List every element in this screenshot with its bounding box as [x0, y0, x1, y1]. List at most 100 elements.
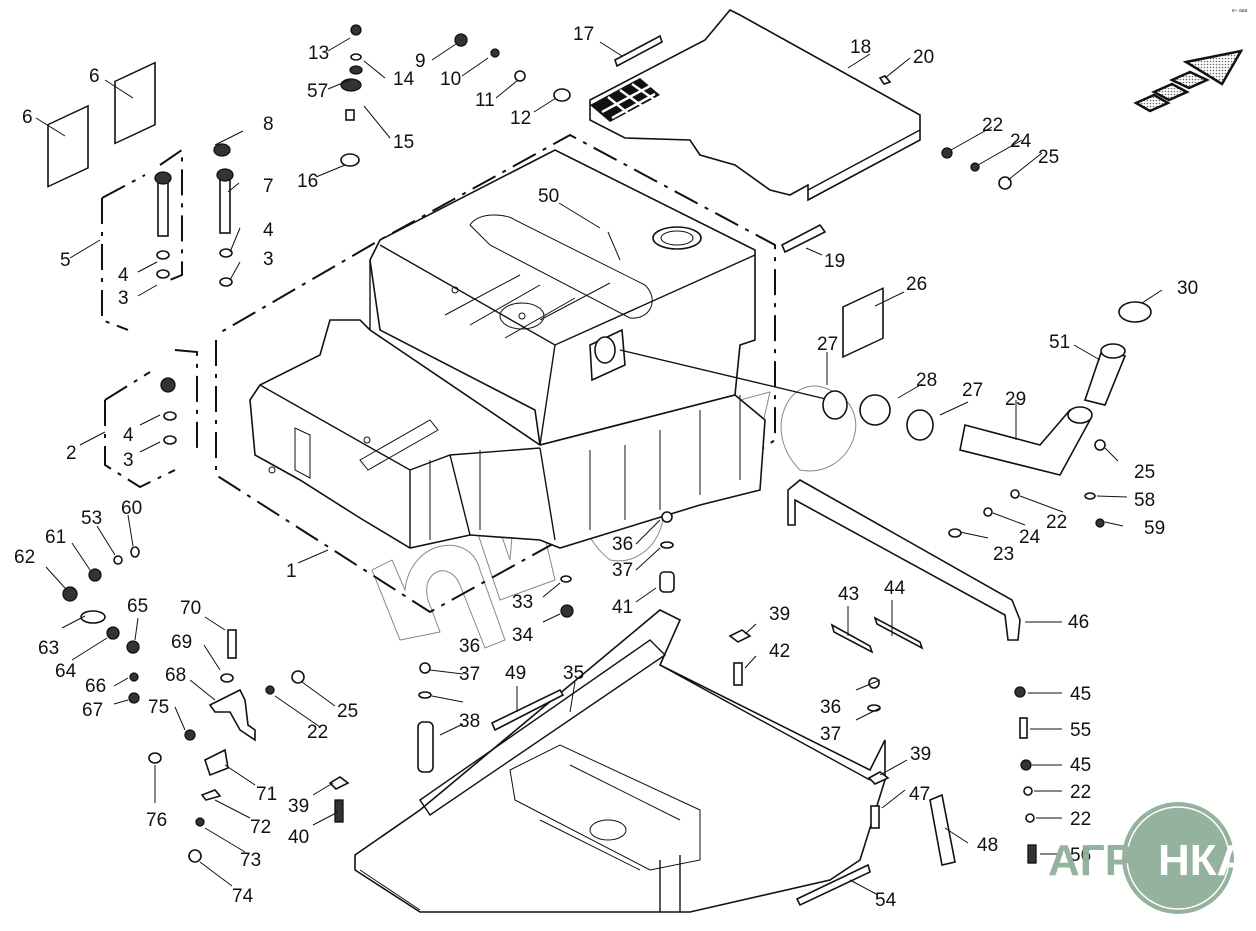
callout-22: 22: [307, 722, 328, 743]
callout-27: 27: [817, 334, 838, 355]
callout-40: 40: [288, 827, 309, 848]
callout-16: 16: [297, 171, 318, 192]
callout-60: 60: [121, 498, 142, 519]
callout-73: 73: [240, 850, 261, 871]
callout-27: 27: [962, 380, 983, 401]
callout-44: 44: [884, 578, 906, 599]
callout-33: 33: [512, 592, 533, 613]
callout-76: 76: [146, 810, 167, 831]
callout-37: 37: [820, 724, 841, 745]
callout-56: 56: [1070, 845, 1091, 866]
callout-74: 74: [232, 886, 254, 907]
callout-25: 25: [337, 701, 358, 722]
callout-37: 37: [459, 664, 480, 685]
callout-labels: 6 6 5 4 3 8 7 4 3 13 14 57 15 16 9 10 11…: [14, 24, 1198, 911]
callout-69: 69: [171, 632, 192, 653]
callout-41: 41: [612, 597, 633, 618]
callout-24: 24: [1010, 131, 1032, 152]
callout-25: 25: [1134, 462, 1155, 483]
callout-42: 42: [769, 641, 790, 662]
callout-46: 46: [1068, 612, 1089, 633]
callout-71: 71: [256, 784, 277, 805]
callout-53: 53: [81, 508, 102, 529]
callout-13: 13: [308, 43, 329, 64]
callout-23: 23: [993, 544, 1014, 565]
callout-4: 4: [263, 220, 274, 241]
callout-67: 67: [82, 700, 103, 721]
callout-39: 39: [769, 604, 790, 625]
callout-29: 29: [1005, 389, 1026, 410]
callout-1: 1: [286, 561, 297, 582]
corner-code: e– aaa: [1232, 8, 1248, 14]
tank-frame: [354, 609, 886, 913]
callout-24: 24: [1019, 527, 1041, 548]
callout-3: 3: [118, 288, 129, 309]
callout-66: 66: [85, 676, 106, 697]
callout-17: 17: [573, 24, 594, 45]
callout-50: 50: [538, 186, 559, 207]
callout-45: 45: [1070, 755, 1091, 776]
callout-12: 12: [510, 108, 531, 129]
callout-63: 63: [38, 638, 59, 659]
callout-58: 58: [1134, 490, 1155, 511]
callout-54: 54: [875, 890, 897, 911]
tank-assembly-outline: [215, 133, 776, 614]
callout-61: 61: [45, 527, 66, 548]
callout-5: 5: [60, 250, 71, 271]
callout-47: 47: [909, 784, 930, 805]
callout-36: 36: [820, 697, 841, 718]
front-direction-arrow-icon: [1133, 49, 1244, 113]
small-parts: [47, 24, 1106, 907]
callout-15: 15: [393, 132, 414, 153]
callout-36: 36: [612, 534, 633, 555]
group-5-outline: [101, 148, 183, 331]
callout-18: 18: [850, 37, 871, 58]
callout-38: 38: [459, 711, 480, 732]
callout-2: 2: [66, 443, 77, 464]
callout-39: 39: [910, 744, 931, 765]
callout-9: 9: [415, 51, 426, 72]
callout-75: 75: [148, 697, 169, 718]
callout-57: 57: [307, 81, 328, 102]
callout-45: 45: [1070, 684, 1091, 705]
callout-22: 22: [1070, 782, 1091, 803]
callout-59: 59: [1144, 518, 1165, 539]
agronka-logo: АГРО НКА: [1048, 802, 1248, 914]
callout-65: 65: [127, 596, 148, 617]
callout-22: 22: [982, 115, 1003, 136]
callout-4: 4: [118, 265, 129, 286]
filler-hose-group: [619, 301, 1152, 476]
cover-grid: [590, 78, 660, 122]
callout-28: 28: [916, 370, 937, 391]
logo-text-part2: НКА: [1158, 836, 1248, 885]
callout-49: 49: [505, 663, 526, 684]
callout-22: 22: [1070, 809, 1091, 830]
tank-strap: [787, 479, 1021, 641]
callout-3: 3: [123, 450, 134, 471]
callout-39: 39: [288, 796, 309, 817]
callout-36: 36: [459, 636, 480, 657]
callout-3: 3: [263, 249, 274, 270]
callout-68: 68: [165, 665, 186, 686]
callout-20: 20: [913, 47, 934, 68]
callout-6: 6: [89, 66, 100, 87]
callout-14: 14: [393, 69, 415, 90]
callout-10: 10: [440, 69, 461, 90]
callout-37: 37: [612, 560, 633, 581]
callout-34: 34: [512, 625, 534, 646]
callout-22: 22: [1046, 512, 1067, 533]
callout-35: 35: [563, 663, 584, 684]
callout-11: 11: [475, 90, 495, 111]
cover-plate: [589, 9, 921, 202]
callout-30: 30: [1177, 278, 1198, 299]
callout-62: 62: [14, 547, 35, 568]
leader-lines: [35, 37, 1163, 896]
callout-26: 26: [906, 274, 927, 295]
callout-55: 55: [1070, 720, 1091, 741]
callout-48: 48: [977, 835, 998, 856]
logo-text-part1: АГРО: [1048, 836, 1168, 885]
callout-64: 64: [55, 661, 77, 682]
callout-72: 72: [250, 817, 271, 838]
callout-51: 51: [1049, 332, 1070, 353]
